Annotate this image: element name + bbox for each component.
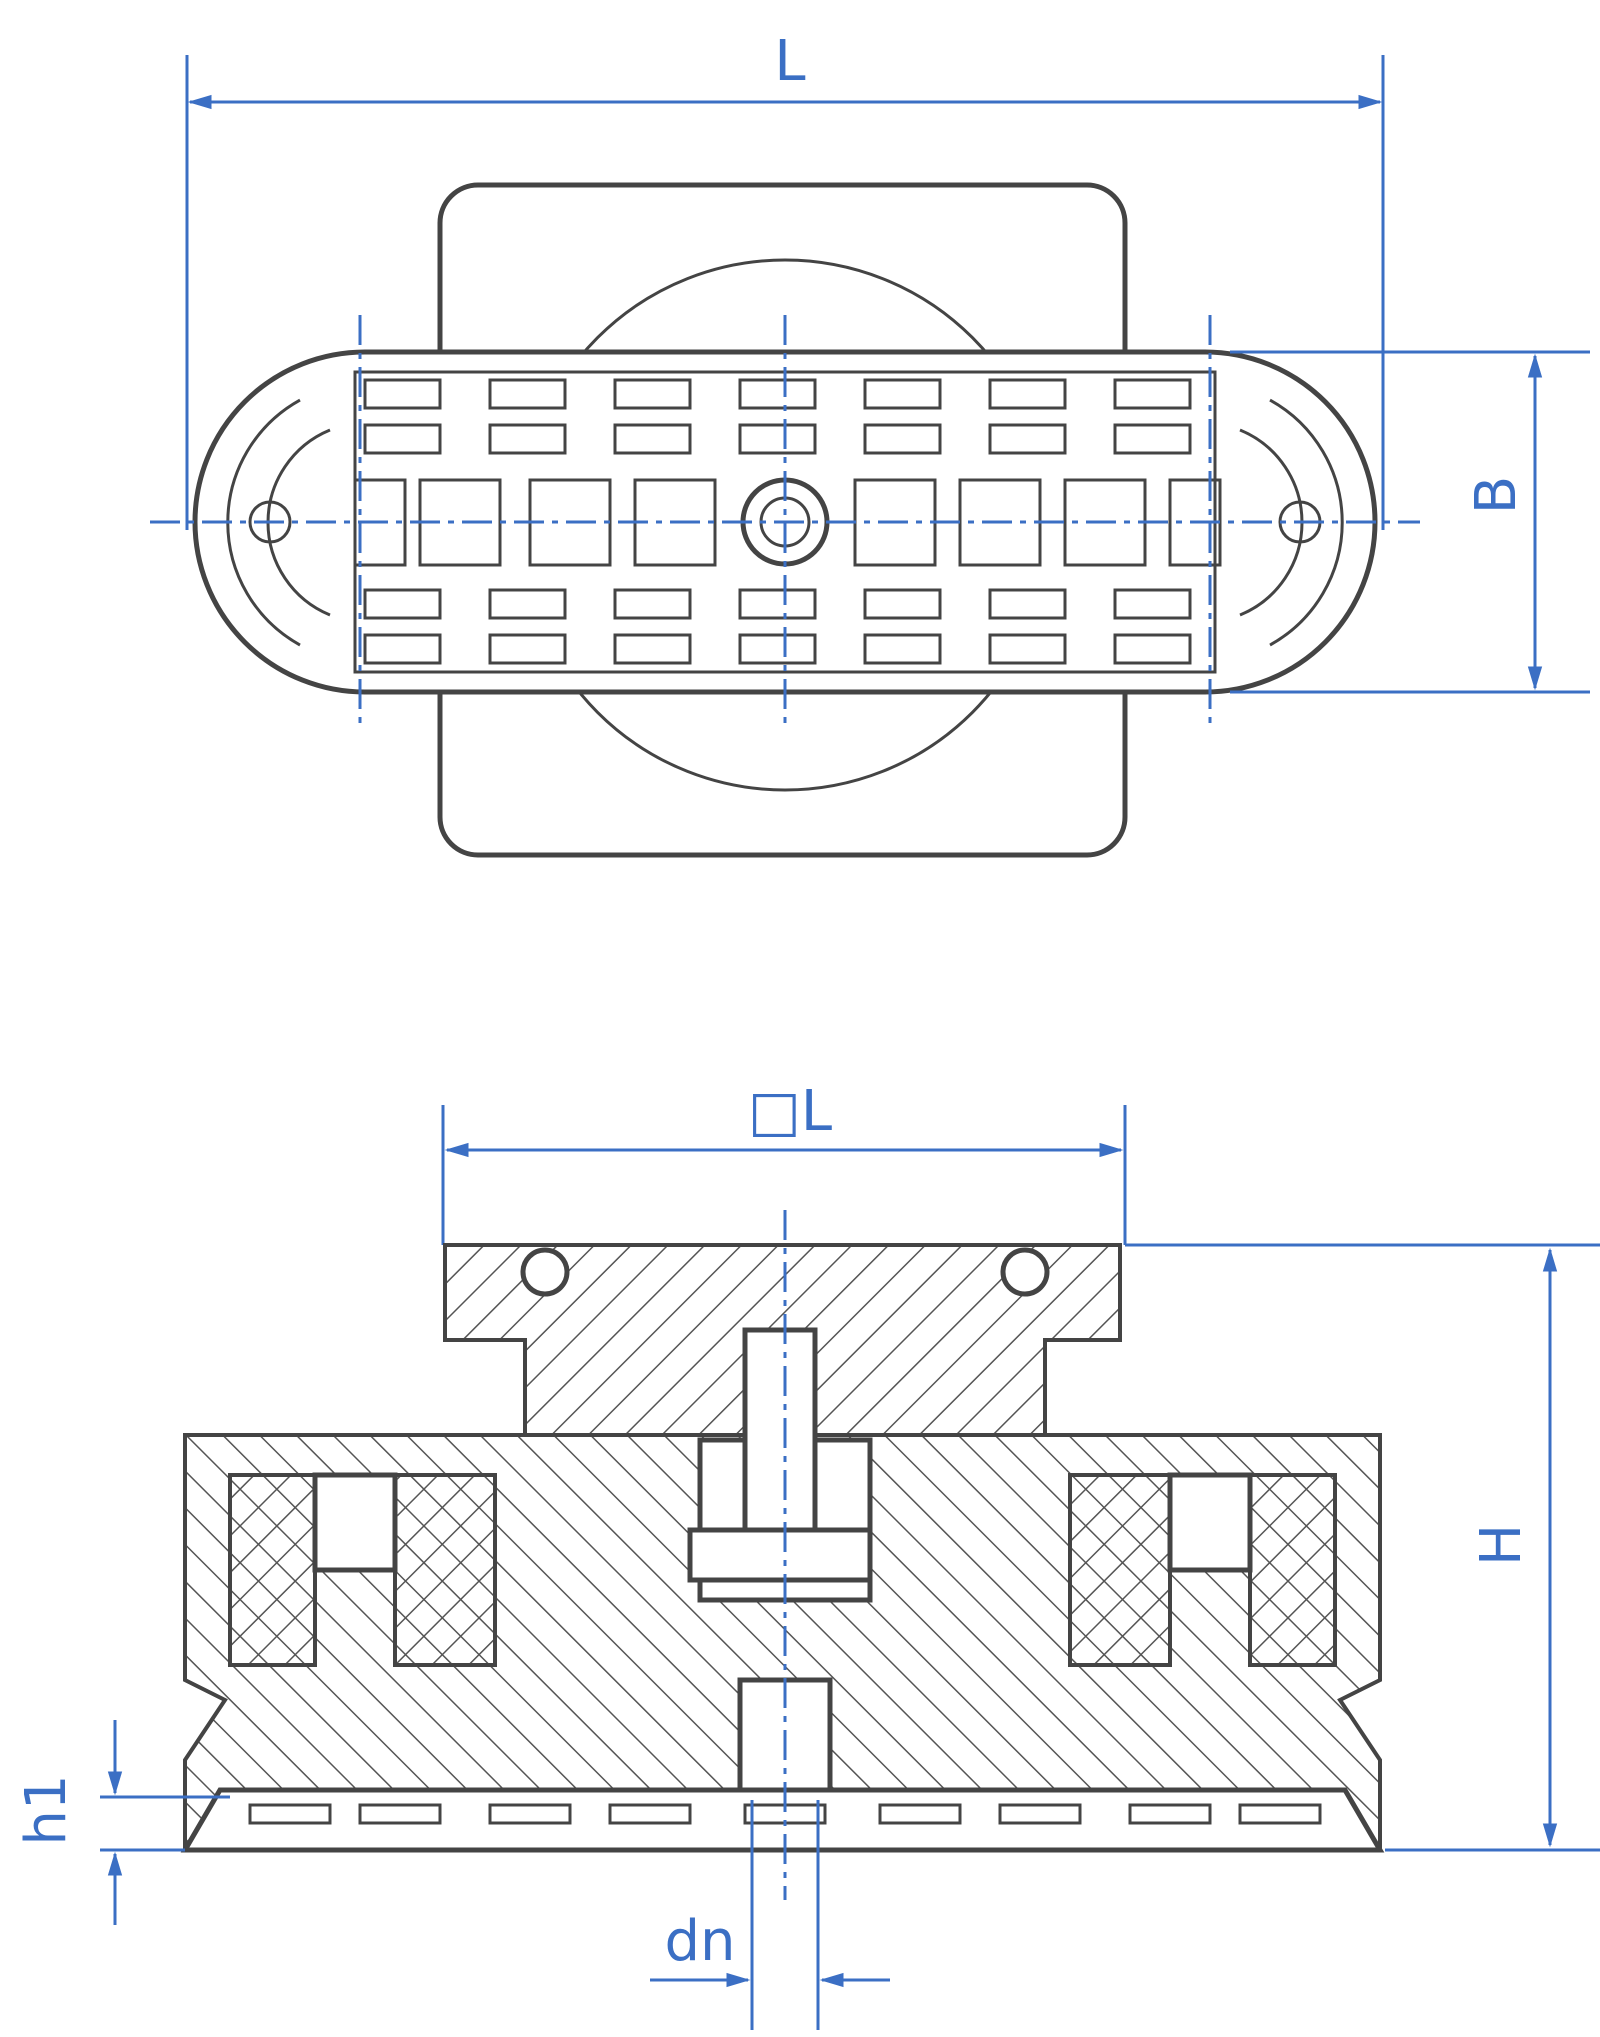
cup-lip: [180, 1787, 1385, 1853]
dimension-h1: h1: [14, 1720, 230, 1925]
section-view: □L H: [14, 1079, 1600, 2030]
bolt-head: [687, 1527, 873, 1583]
dimension-dn: dn: [650, 1800, 890, 2030]
dim-label-h1: h1: [14, 1774, 79, 1845]
dim-label-B: B: [1464, 476, 1529, 514]
dim-label-dn: dn: [664, 1909, 735, 1974]
dim-label-L: L: [774, 29, 805, 94]
dimension-L: L: [185, 29, 1385, 530]
dimension-H: H: [1125, 1243, 1600, 1852]
bolt: [742, 1327, 818, 1533]
dimension-B: B: [1230, 350, 1590, 694]
dimension-square-L: □L: [441, 1079, 1127, 1245]
dim-label-H: H: [1469, 1524, 1534, 1566]
dim-label-square-L: □L: [748, 1079, 832, 1144]
top-view: L: [150, 29, 1590, 858]
